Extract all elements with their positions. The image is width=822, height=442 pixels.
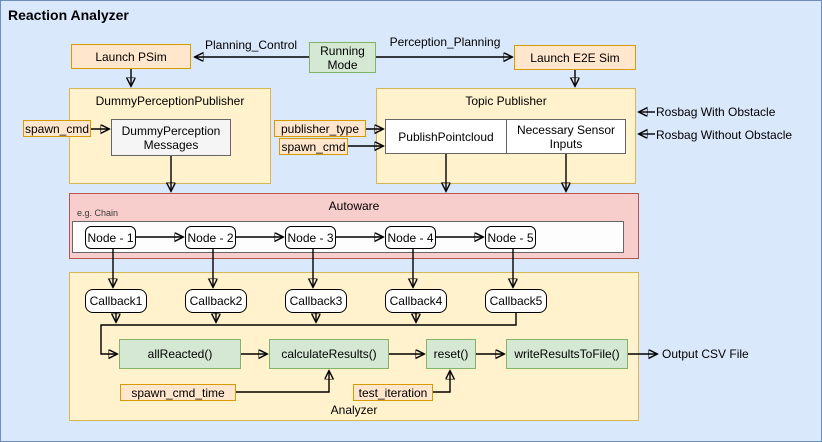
perception-planning-label: Perception_Planning — [389, 35, 501, 49]
callback-3-label: Callback3 — [289, 294, 343, 308]
launch-e2e-sim-box: Launch E2E Sim — [514, 45, 636, 70]
node-4-label: Node - 4 — [387, 230, 434, 245]
topic-publisher-title: Topic Publisher — [465, 94, 547, 108]
node-3-label: Node - 3 — [287, 230, 334, 245]
running-mode-box: Running Mode — [309, 42, 376, 73]
calculate-results-label: calculateResults() — [281, 347, 377, 361]
necessary-sensor-inputs-label: Necessary Sensor Inputs — [516, 122, 616, 151]
callback-2-label: Callback2 — [189, 294, 243, 308]
publisher-type-tag-label: publisher_type — [280, 121, 360, 136]
launch-psim-label: Launch PSim — [95, 49, 167, 64]
dummy-perception-messages-label: DummyPerception Messages — [121, 123, 221, 152]
spawn-cmd-tag-mid: spawn_cmd — [279, 138, 348, 155]
necessary-sensor-inputs-box: Necessary Sensor Inputs — [506, 119, 626, 154]
dummy-perception-messages-box: DummyPerception Messages — [111, 119, 231, 156]
spawn-cmd-time-label: spawn_cmd_time — [131, 385, 225, 400]
publish-pointcloud-box: PublishPointcloud — [385, 119, 507, 154]
callback-2: Callback2 — [185, 289, 247, 313]
callback-4: Callback4 — [385, 289, 447, 313]
spawn-cmd-time-tag: spawn_cmd_time — [120, 384, 236, 401]
node-1-label: Node - 1 — [87, 230, 134, 245]
rosbag-without-obstacle-label: Rosbag Without Obstacle — [656, 128, 793, 142]
spawn-cmd-tag-mid-label: spawn_cmd — [281, 139, 346, 154]
all-reacted-label: allReacted() — [147, 347, 213, 361]
publisher-type-tag: publisher_type — [274, 120, 366, 137]
node-4: Node - 4 — [385, 226, 436, 249]
node-5: Node - 5 — [485, 226, 536, 249]
node-5-label: Node - 5 — [487, 230, 534, 245]
dummy-perception-publisher-box: DummyPerceptionPublisher — [69, 88, 271, 184]
launch-psim-box: Launch PSim — [71, 44, 191, 69]
dummy-perception-publisher-title: DummyPerceptionPublisher — [95, 94, 245, 108]
node-2-label: Node - 2 — [187, 230, 234, 245]
node-3: Node - 3 — [285, 226, 336, 249]
launch-e2e-sim-label: Launch E2E Sim — [530, 50, 620, 65]
diagram-title: Reaction Analyzer — [8, 7, 129, 23]
node-2: Node - 2 — [185, 226, 236, 249]
analyzer-label: Analyzer — [330, 403, 378, 417]
all-reacted-box: allReacted() — [119, 339, 241, 369]
callback-1: Callback1 — [85, 289, 147, 313]
write-results-label: writeResultsToFile() — [514, 347, 620, 361]
reset-box: reset() — [426, 339, 476, 369]
autoware-title: Autoware — [328, 199, 380, 213]
callback-4-label: Callback4 — [389, 294, 443, 308]
test-iteration-label: test_iteration — [358, 385, 428, 400]
callback-5-label: Callback5 — [489, 294, 543, 308]
node-chain-strip — [72, 221, 624, 253]
spawn-cmd-tag-left: spawn_cmd — [23, 120, 91, 137]
chain-note: e.g. Chain — [77, 208, 119, 218]
callback-5: Callback5 — [485, 289, 547, 313]
output-csv-label: Output CSV File — [662, 347, 749, 361]
write-results-box: writeResultsToFile() — [506, 339, 628, 369]
running-mode-label: Running Mode — [320, 43, 365, 72]
node-1: Node - 1 — [85, 226, 136, 249]
rosbag-with-obstacle-label: Rosbag With Obstacle — [656, 105, 776, 119]
callback-1-label: Callback1 — [89, 294, 143, 308]
publish-pointcloud-label: PublishPointcloud — [398, 129, 494, 144]
spawn-cmd-tag-left-label: spawn_cmd — [24, 121, 90, 136]
callback-3: Callback3 — [285, 289, 347, 313]
planning-control-label: Planning_Control — [204, 38, 298, 52]
test-iteration-tag: test_iteration — [353, 384, 433, 401]
calculate-results-box: calculateResults() — [269, 339, 389, 369]
reset-label: reset() — [433, 347, 469, 361]
